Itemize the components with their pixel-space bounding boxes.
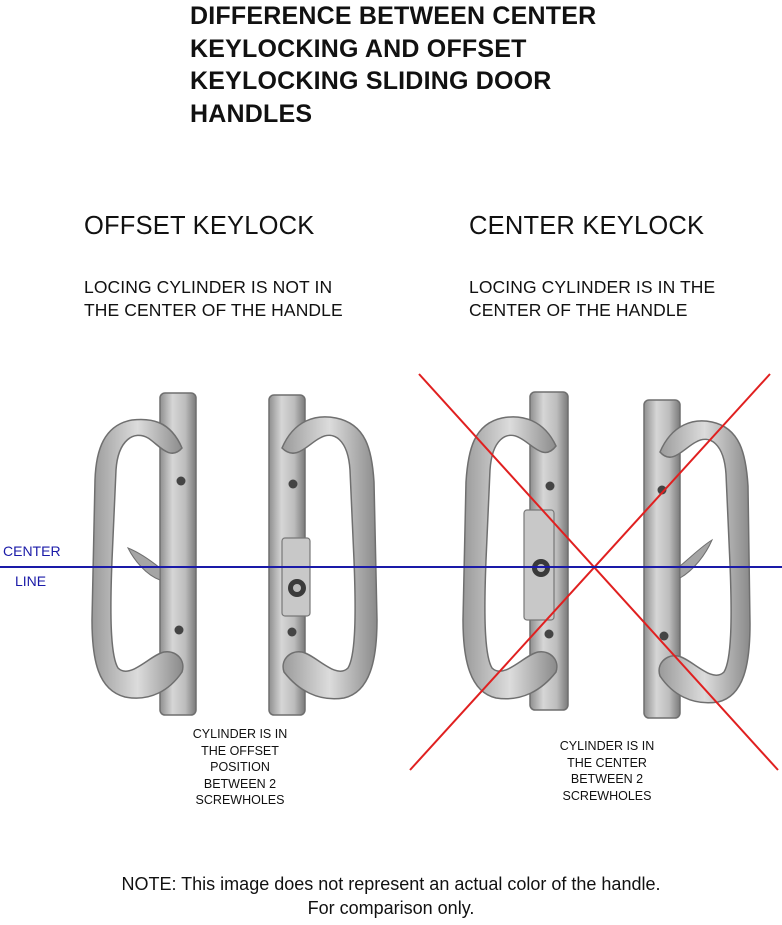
screw-hole-icon <box>174 625 184 635</box>
disclaimer-note: NOTE: This image does not represent an a… <box>121 874 661 918</box>
center-keylock-heading: CENTER KEYLOCK <box>469 212 705 240</box>
screw-hole-icon <box>288 479 298 489</box>
screw-hole-icon <box>544 629 554 639</box>
screw-hole-icon <box>659 631 669 641</box>
screw-hole-icon <box>176 476 186 486</box>
screw-hole-icon <box>287 627 297 637</box>
center-keylock-caption: CYLINDER IS IN THE CENTER BETWEEN 2 SCRE… <box>559 739 655 803</box>
center-handle-outside <box>462 391 569 711</box>
center-keylock-description: LOCING CYLINDER IS IN THE CENTER OF THE … <box>469 277 716 320</box>
offset-keylock-caption: CYLINDER IS IN THE OFFSET POSITION BETWE… <box>192 727 288 807</box>
center-handle-inside <box>643 399 751 719</box>
screw-hole-icon <box>545 481 555 491</box>
page-title: DIFFERENCE BETWEEN CENTER KEYLOCKING AND… <box>190 2 597 128</box>
center-line-label-top: CENTER <box>3 543 61 559</box>
offset-keylock-description: LOCING CYLINDER IS NOT IN THE CENTER OF … <box>84 277 343 320</box>
offset-handle-inside <box>91 392 197 716</box>
center-line-label-bottom: LINE <box>15 573 47 589</box>
screw-hole-icon <box>657 485 667 495</box>
offset-handle-outside <box>268 394 378 716</box>
crossed-out-mark-icon <box>409 373 779 771</box>
offset-keylock-heading: OFFSET KEYLOCK <box>84 212 315 240</box>
